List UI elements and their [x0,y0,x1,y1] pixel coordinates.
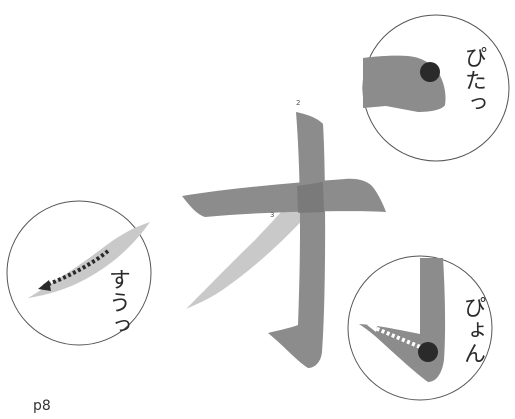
stroke-number-3: 3 [270,211,274,219]
callout-hook-dot [418,342,438,362]
callout-sweep-label: すうっ [101,268,133,337]
stroke-number-2: 2 [296,99,300,107]
stroke-overlap [297,182,324,213]
stroke-1-horizontal [182,179,386,217]
callout-hook-label: ぴょん [456,296,488,365]
page-number: p8 [33,398,51,414]
callout-stop-dot [420,62,440,82]
callout-stop-label: ぴたっ [457,46,489,115]
